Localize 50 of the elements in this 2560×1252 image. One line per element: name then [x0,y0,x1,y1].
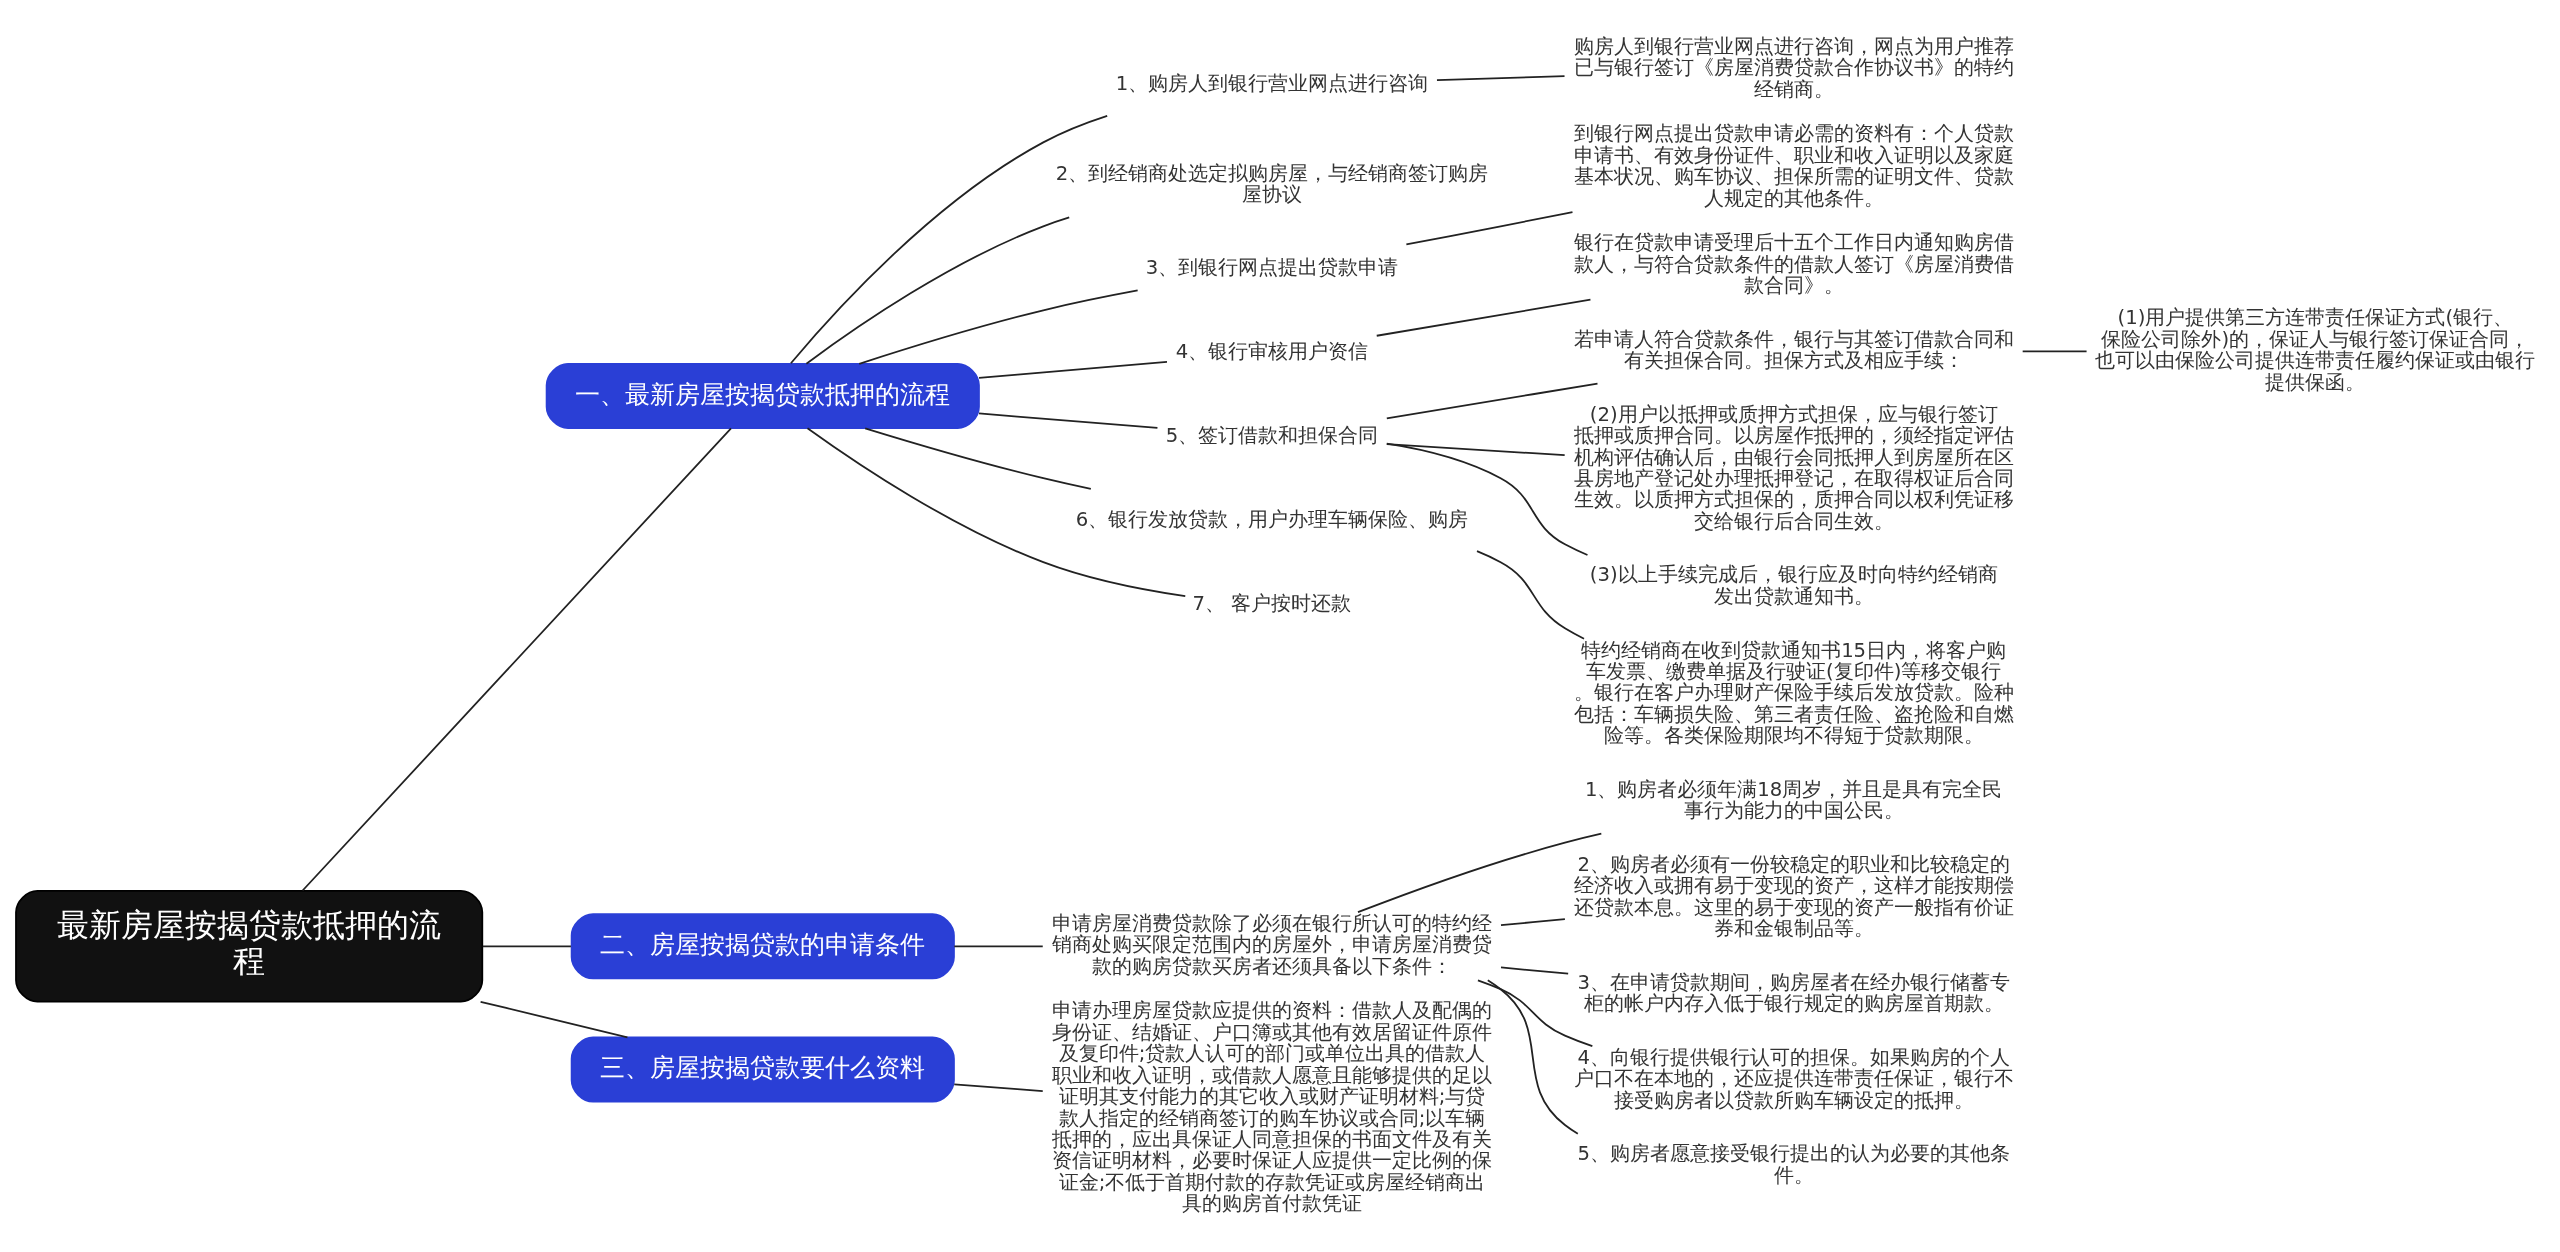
node-text: 4、向银行提供银行认可的担保。如果购房的个人户口不在本地的，还应提供连带责任保证，银行不接受购房者以贷款所购车辆设定的抵押。 [1573,1045,2014,1112]
connector [1486,978,1579,1135]
connector [1375,298,1592,337]
connector [806,426,1187,597]
connector [301,426,732,891]
connector [805,216,1071,365]
node-text: 银行在贷款申请受理后十五个工作日内通知购房借款人，与符合贷款条件的借款人签订《房屋消费借款合同》。 [1573,230,2014,297]
node-text: 6、银行发放贷款，用户办理车辆保险、购房 [1075,507,1469,531]
connector [2021,349,2088,352]
connector [479,1000,629,1038]
node-text: 2、到经销商处选定拟购房屋，与经销商签订购房屋协议 [1055,161,1489,206]
node-box: 三、房屋按揭贷款要什么资料 [570,1036,955,1103]
node-text: 购房人到银行营业网点进行咨询，网点为用户推荐已与银行签订《房屋消费贷款合作协议书》的特约经销商。 [1573,34,2014,101]
node-text: (3)以上手续完成后，银行应及时向特约经销商发出贷款通知书。 [1589,562,1998,608]
node-text: 到银行网点提出贷款申请必需的资料有：个人贷款申请书、有效身份证件、职业和收入证明以及家庭基本状况、购车协议、担保所需的证明文件、贷款人规定的其他条件。 [1573,121,2014,210]
node-box: 最新房屋按揭贷款抵押的流程 [15,889,484,1003]
node-text: 3、到银行网点提出贷款申请 [1145,255,1399,279]
node-text: 特约经销商在收到贷款通知书15日内，将客户购车发票、缴费单据及行驶证(复印件)等移交银行。银行在客户办理财产保险手续后发放贷款。险种包括：车辆损失险、第三者责任险、盗抢险和自燃险等。各类保险期限均不得短于贷款期限。 [1573,638,2014,747]
node-text: (1)用户提供第三方连带责任保证方式(银行、保险公司除外)的，保证人与银行签订保证合同，也可以由保险公司提供连带责任履约保证或由银行提供保函。 [2095,305,2536,394]
node-text: 4、银行审核用户资信 [1175,339,1369,363]
connector [1477,978,1594,1047]
node-box: 一、最新房屋按揭贷款抵押的流程 [545,362,980,429]
connector [1385,442,1589,556]
node-text: 申请办理房屋贷款应提供的资料：借款人及配偶的身份证、结婚证、户口簿或其他有效居留证件原件及复印件;贷款人认可的部门或单位出具的借款人职业和收入证明，或借款人愿意且能够提供的足以证明其支付能力的其它收入或财产证明材料;与贷款人指定的经销商签订的购车协议或合同;以车辆抵押的，应出具保证人同意担保的书面文件及有关资信证明材料，必要时保证人应提供一定比例的保证金;不低于首期付款的存款凭证或房屋经销商出具的购房首付款凭证 [1051,998,1492,1215]
node-text: 若申请人符合贷款条件，银行与其签订借款合同和有关担保合同。担保方式及相应手续： [1573,327,2014,372]
node-text: (2)用户以抵押或质押方式担保，应与银行签订抵押或质押合同。以房屋作抵押的，须经指定评估机构评估确认后，由银行会同抵押人到房屋所在区县房地产登记处办理抵押登记，在取得权证后合同生效。以质押方式担保的，质押合同以权利凭证移交给银行后合同生效。 [1573,402,2014,533]
node-box: 二、房屋按揭贷款的申请条件 [570,912,955,979]
connector [1476,549,1585,640]
connector [1385,382,1599,419]
node-text: 申请房屋消费贷款除了必须在银行所认可的特约经销商处购买限定范围内的房屋外，申请房屋消费贷款的购房贷款买房者还须具备以下条件： [1051,911,1492,978]
node-text: 1、购房人到银行营业网点进行咨询 [1115,71,1429,95]
connector [1500,917,1566,926]
node-text: 1、购房者必须年满18周岁，并且是具有完全民事行为能力的中国公民。 [1584,777,2003,822]
connector [1500,966,1570,975]
connector [1436,74,1566,81]
connector [858,289,1139,365]
connector [978,412,1159,429]
node-text: 7、 客户按时还款 [1192,591,1352,615]
connector [953,1082,1044,1092]
connector [1405,210,1574,245]
node-text: 3、在申请贷款期间，购房屋者在经办银行储蓄专柜的帐户内存入低于银行规定的购房屋首期款。 [1577,970,2010,1015]
connector [790,114,1109,364]
connector [481,944,572,947]
connector [978,360,1168,379]
node-text: 5、签订借款和担保合同 [1165,423,1379,447]
connector [953,944,1044,947]
connector [1357,832,1603,913]
node-text: 5、购房者愿意接受银行提出的认为必要的其他条件。 [1577,1141,2010,1187]
connector [864,426,1092,490]
node-text: 2、购房者必须有一份较稳定的职业和比较稳定的经济收入或拥有易于变现的资产，这样才能按期偿还贷款本息。这里的易于变现的资产一般指有价证券和金银制品等。 [1573,852,2014,940]
